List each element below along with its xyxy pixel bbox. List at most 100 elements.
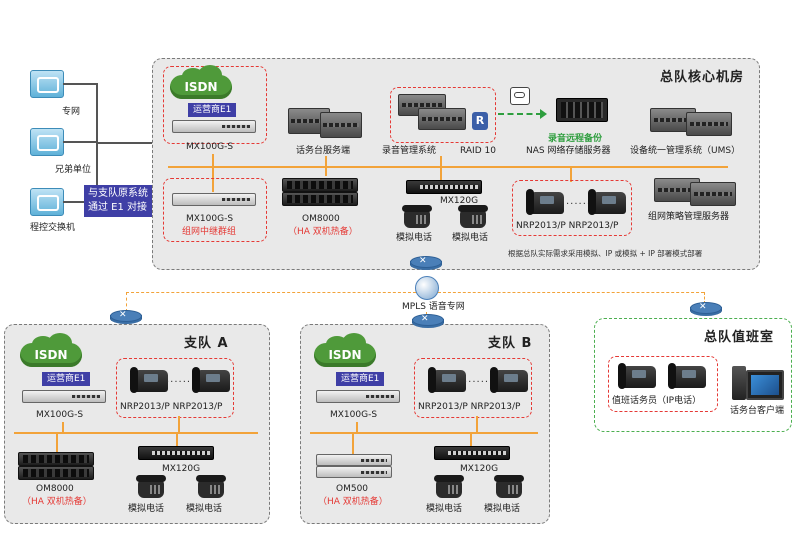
branch-b-om500-label: OM500 xyxy=(336,484,369,494)
mpls-core-router-icon: ✕ xyxy=(410,256,442,272)
sibling-unit-icon xyxy=(30,128,64,156)
connector-line xyxy=(63,201,97,203)
branch-a-ip-phone-ellipsis: ...... xyxy=(166,374,192,385)
hq-ums-server-2 xyxy=(686,112,732,136)
branch-b-title: 支队 B xyxy=(488,336,533,351)
hq-mx-vertical xyxy=(212,154,214,192)
branch-b-om500-device-1 xyxy=(316,454,392,466)
hq-isdn-cloud-icon: ISDN xyxy=(170,65,232,99)
duty-ip-phone-icon-1 xyxy=(618,363,656,389)
connector-line xyxy=(63,83,97,85)
private-network-icon xyxy=(30,70,64,98)
hq-ip-phone-ellipsis: ...... xyxy=(566,196,592,207)
branch-b-ipphone-vertical xyxy=(476,416,478,432)
branch-a-isdn-cloud-icon: ISDN xyxy=(20,333,82,367)
branch-a-ip-phone-label: NRP2013/P NRP2013/P xyxy=(120,402,223,412)
hq-relay-group-box xyxy=(163,178,267,242)
branch-a-om8000-device-2 xyxy=(18,466,94,480)
hq-backup-arrow xyxy=(498,113,542,115)
branch-b-analog-phone-label-1: 模拟电话 xyxy=(426,504,463,514)
hq-analog-phone-label-1: 模拟电话 xyxy=(396,233,433,243)
mpls-globe-icon xyxy=(415,276,439,300)
duty-pc-tower-icon xyxy=(732,366,746,400)
branch-a-mx100g-device xyxy=(22,390,106,403)
hq-ip-phone-icon-1 xyxy=(526,189,564,215)
branch-b-ipphone-group-box xyxy=(414,358,532,418)
branch-a-analog-phone-icon-1 xyxy=(136,475,166,498)
mpls-dashed-link-left xyxy=(126,292,416,293)
hq-trunk-line xyxy=(168,166,728,168)
hq-om8000-label: OM8000 xyxy=(302,214,340,224)
branch-b-analog-phone-icon-2 xyxy=(494,475,524,498)
branch-b-analog-phone-label-2: 模拟电话 xyxy=(484,504,521,514)
hq-om8000-device-2 xyxy=(282,192,358,206)
hq-mx100g-device-2 xyxy=(172,193,256,206)
branch-b-ip-phone-icon-1 xyxy=(428,367,466,393)
branch-a-ip-phone-icon-2 xyxy=(192,367,230,393)
branch-b-mx100g-device xyxy=(316,390,400,403)
mpls-dashed-drop-a xyxy=(126,292,127,312)
hq-nas-device xyxy=(556,98,608,122)
branch-a-ip-phone-icon-1 xyxy=(130,367,168,393)
mpls-label: MPLS 语音专网 xyxy=(402,302,465,312)
branch-a-analog-phone-label-1: 模拟电话 xyxy=(128,504,165,514)
hq-raid-label: RAID 10 xyxy=(460,146,496,156)
hq-mx120g-label: MX120G xyxy=(440,196,479,206)
branch-b-gw-vertical xyxy=(470,432,472,446)
hq-footnote: 根据总队实际需求采用模拟、IP 或模拟 + IP 部署模式部署 xyxy=(508,249,703,258)
mpls-dashed-link-right xyxy=(438,292,704,293)
branch-a-zone xyxy=(4,324,270,524)
branch-a-title: 支队 A xyxy=(184,336,229,351)
hq-backup-arrowhead xyxy=(540,109,547,119)
private-network-label: 专网 xyxy=(62,107,81,117)
hq-mx120g-device xyxy=(406,180,482,194)
branch-a-om8000-label: OM8000 xyxy=(36,484,74,494)
hq-nas-label: NAS 网络存储服务器 xyxy=(526,146,611,156)
branch-b-ip-phone-icon-2 xyxy=(490,367,528,393)
hq-core-room-title: 总队核心机房 xyxy=(660,70,745,85)
branch-a-ipphone-vertical xyxy=(178,416,180,432)
branch-b-carrier-tag: 运营商E1 xyxy=(336,372,385,386)
branch-b-mx-vertical xyxy=(356,422,358,432)
branch-a-om8000-note: （HA 双机热备） xyxy=(22,497,92,507)
hq-carrier-tag: 运营商E1 xyxy=(188,103,237,117)
hq-recording-label: 录音管理系统 xyxy=(382,146,437,156)
hq-ums-label: 设备统一管理系统（UMS） xyxy=(630,146,741,156)
branch-a-carrier-tag: 运营商E1 xyxy=(42,372,91,386)
branch-b-mx120g-label: MX120G xyxy=(460,464,499,474)
hq-relay-label: 组网中继群组 xyxy=(182,227,237,237)
branch-a-router-icon: ✕ xyxy=(110,310,142,326)
branch-a-ipphone-group-box xyxy=(116,358,234,418)
connector-line xyxy=(96,142,166,144)
branch-a-trunk-line xyxy=(14,432,258,434)
hq-recording-server-2 xyxy=(418,108,466,130)
duty-client-label: 话务台客户端 xyxy=(730,406,785,416)
duty-pc-monitor-icon xyxy=(746,370,784,400)
branch-b-analog-phone-icon-1 xyxy=(434,475,464,498)
hq-console-vertical xyxy=(325,156,327,176)
hq-analog-phone-label-2: 模拟电话 xyxy=(452,233,489,243)
branch-b-ip-phone-label: NRP2013/P NRP2013/P xyxy=(418,402,521,412)
pbx-switch-icon xyxy=(30,188,64,216)
branch-b-mx120g-device xyxy=(434,446,510,460)
sibling-unit-label: 兄弟单位 xyxy=(55,165,92,175)
hq-ip-phone-label: NRP2013/P NRP2013/P xyxy=(516,221,619,231)
hq-ipphone-vertical xyxy=(570,166,572,182)
hq-om8000-device-1 xyxy=(282,178,358,192)
branch-a-analog-phone-icon-2 xyxy=(196,475,226,498)
callout-line-2: 通过 E1 对接 xyxy=(88,202,148,213)
branch-a-mx120g-label: MX120G xyxy=(162,464,201,474)
branch-a-gw-vertical xyxy=(176,432,178,446)
connector-line xyxy=(63,141,97,143)
mpls-dashed-drop-duty xyxy=(704,292,705,304)
branch-b-mx100g-label: MX100G-S xyxy=(330,410,378,420)
hq-om8000-note: （HA 双机热备） xyxy=(288,227,358,237)
duty-ip-phone-icon-2 xyxy=(668,363,706,389)
hq-recording-group-box xyxy=(390,87,496,143)
duty-operator-label: 值班话务员（IP电话） xyxy=(612,396,702,406)
duty-router-icon: ✕ xyxy=(690,302,722,318)
hq-raid-logo-icon: R xyxy=(472,112,488,130)
hq-mx100g-device-1 xyxy=(172,120,256,133)
callout-box: 与支队原系统 通过 E1 对接 xyxy=(84,185,164,217)
hq-tape-backup-icon xyxy=(510,87,530,105)
